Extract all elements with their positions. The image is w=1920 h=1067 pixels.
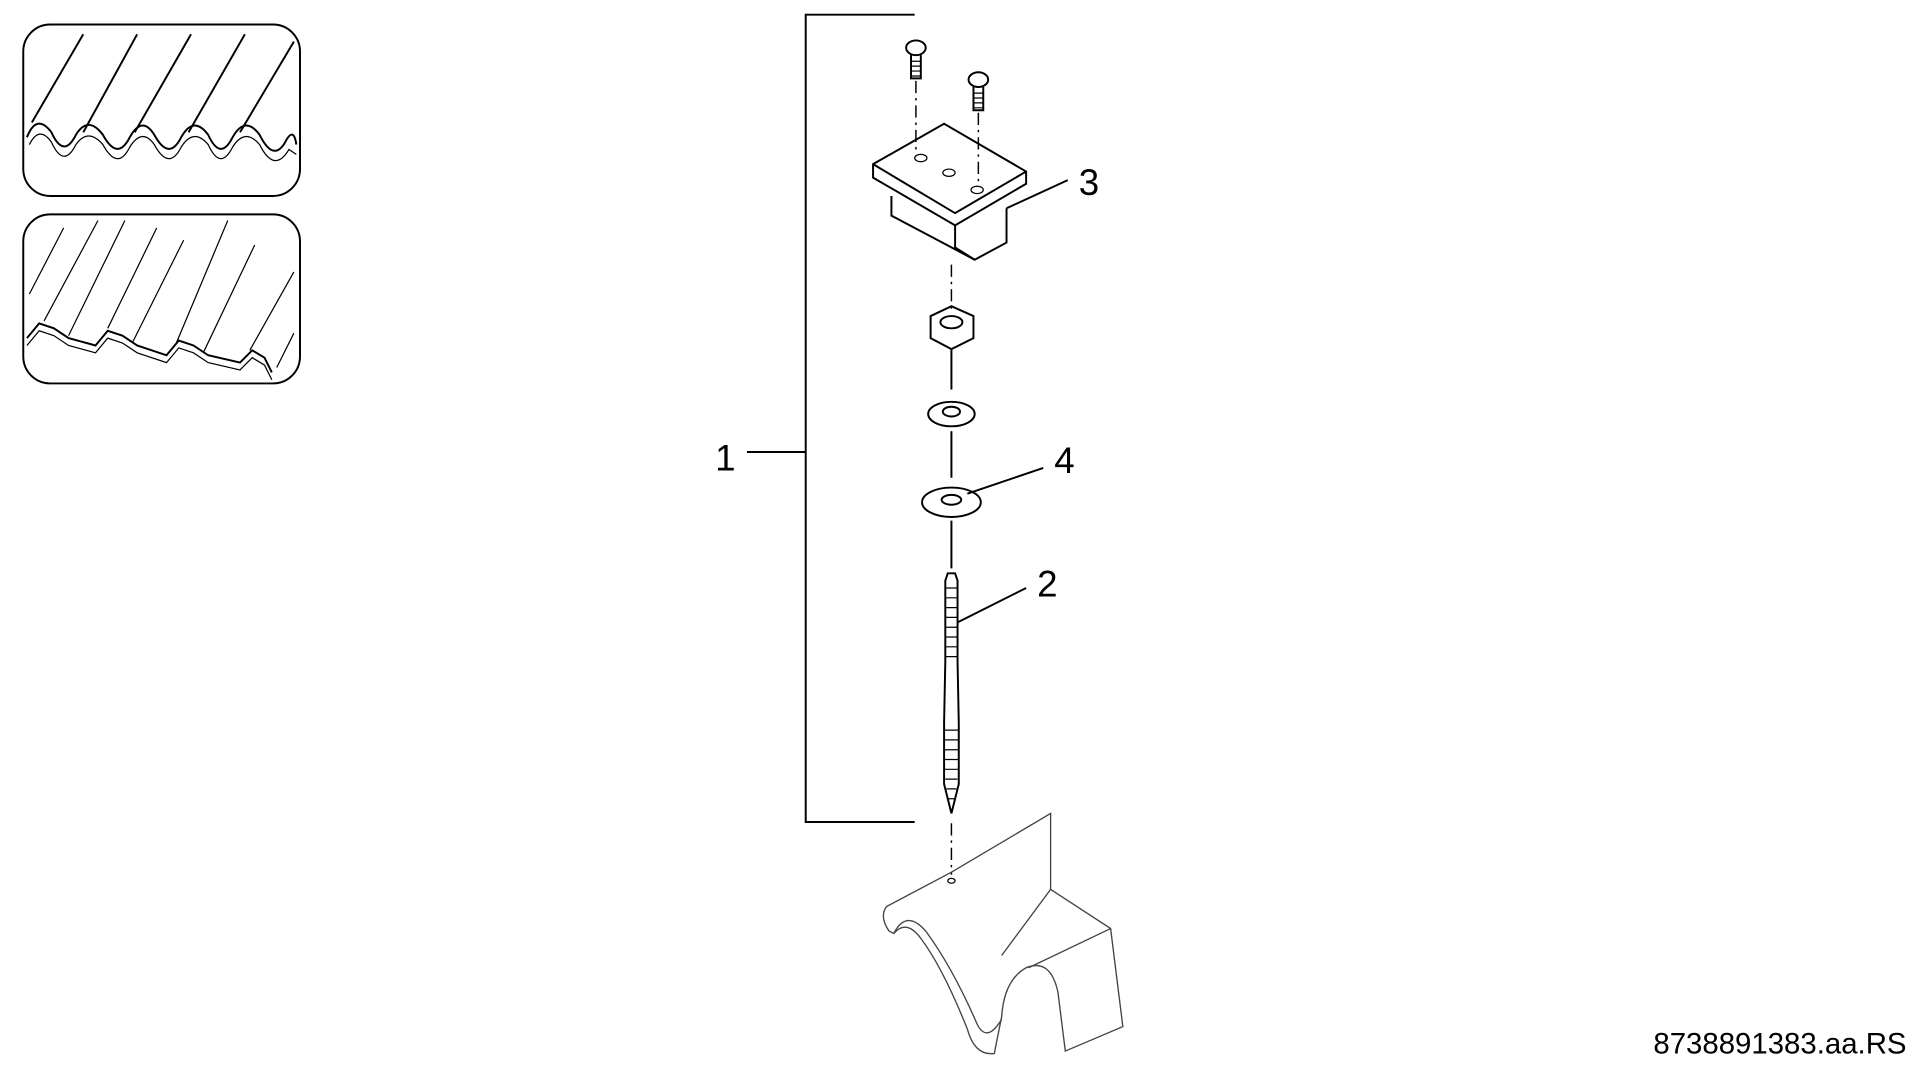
inset-trapezoidal-roof xyxy=(22,213,301,385)
assembly-bracket xyxy=(746,13,915,823)
drawing-code: 8738891383.aa.RS xyxy=(1653,1028,1906,1061)
mounting-bracket-part-3 xyxy=(872,122,1069,314)
callout-4: 4 xyxy=(1054,440,1074,481)
callout-2: 2 xyxy=(1037,564,1057,605)
screws xyxy=(905,39,990,187)
nut xyxy=(929,305,975,390)
callout-1: 1 xyxy=(715,437,735,478)
callout-3: 3 xyxy=(1079,162,1099,203)
roof-sheet xyxy=(882,812,1124,1055)
inset-round-corrugated-roof xyxy=(22,23,301,197)
hanger-bolt-part-2 xyxy=(943,572,1027,875)
washer xyxy=(927,400,976,478)
sealing-washer-part-4 xyxy=(921,467,1044,569)
